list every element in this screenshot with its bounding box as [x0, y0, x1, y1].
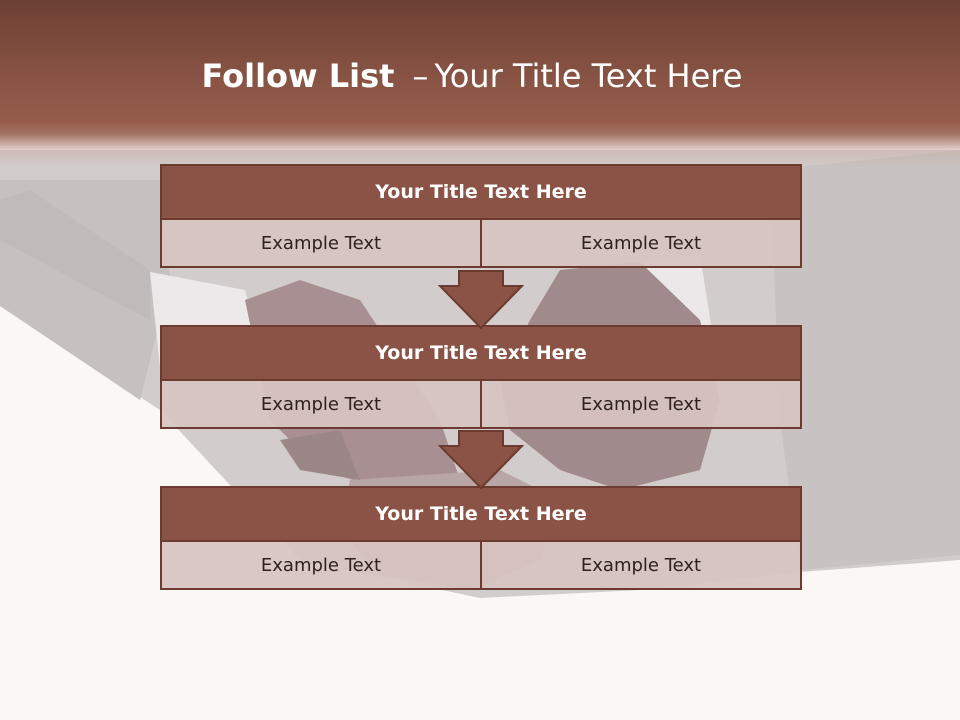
down-arrow-icon	[438, 270, 524, 330]
block-title: Your Title Text Here	[160, 164, 802, 220]
block-cell-left: Example Text	[160, 218, 482, 268]
block-title: Your Title Text Here	[160, 325, 802, 381]
block-cell-left: Example Text	[160, 540, 482, 590]
block-row: Example Text Example Text	[160, 379, 802, 429]
block-cell-right: Example Text	[480, 218, 802, 268]
header-band	[0, 0, 960, 168]
list-block-2: Your Title Text Here Example Text Exampl…	[160, 325, 802, 429]
slide-title-bold: Follow List	[201, 57, 395, 95]
slide-title-dash: –	[412, 57, 429, 95]
block-row: Example Text Example Text	[160, 540, 802, 590]
list-block-1: Your Title Text Here Example Text Exampl…	[160, 164, 802, 268]
slide-title-rest: Your Title Text Here	[434, 57, 743, 95]
list-block-3: Your Title Text Here Example Text Exampl…	[160, 486, 802, 590]
block-cell-right: Example Text	[480, 379, 802, 429]
slide-title: Follow List–Your Title Text Here	[0, 55, 944, 97]
block-row: Example Text Example Text	[160, 218, 802, 268]
block-cell-right: Example Text	[480, 540, 802, 590]
block-title: Your Title Text Here	[160, 486, 802, 542]
block-cell-left: Example Text	[160, 379, 482, 429]
down-arrow-icon	[438, 430, 524, 490]
